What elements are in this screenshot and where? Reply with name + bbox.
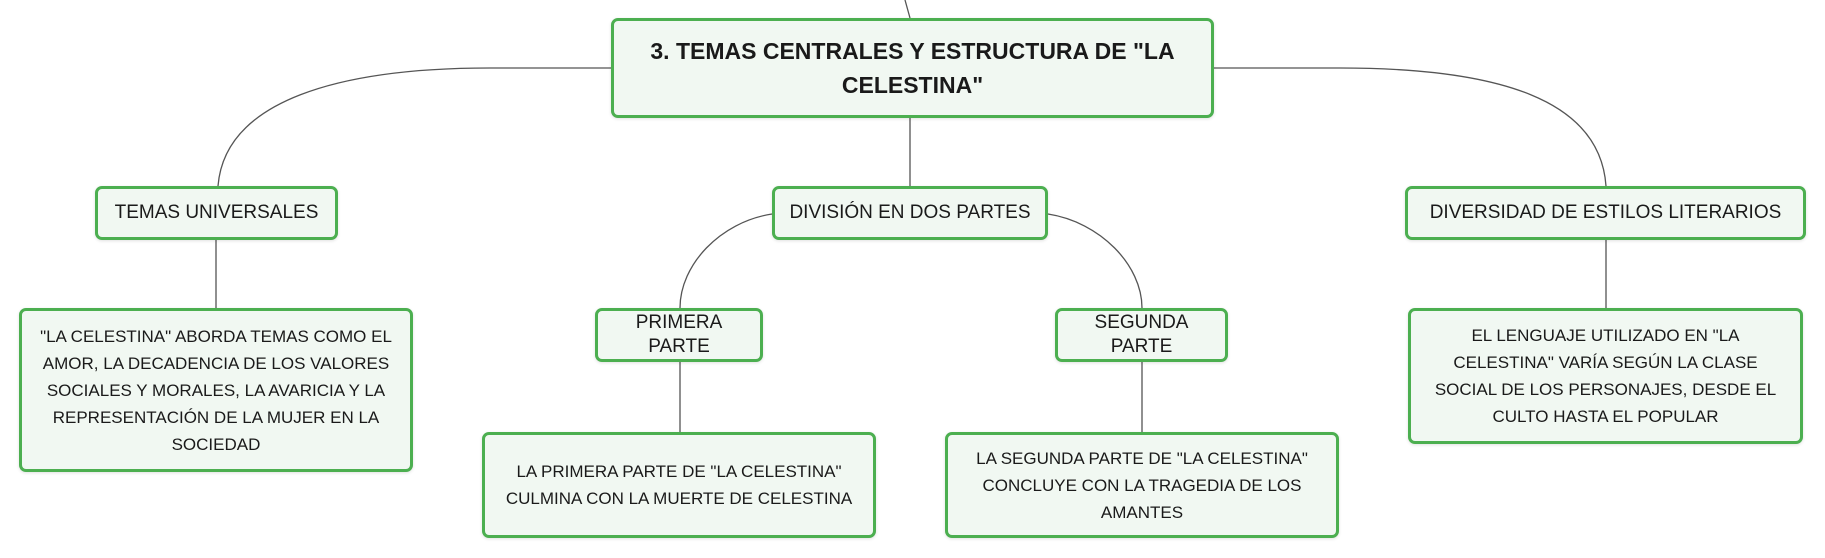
diversidad-detail-text: EL LENGUAJE UTILIZADO EN "LA CELESTINA" …: [1434, 326, 1777, 426]
root-topic-title: 3. TEMAS CENTRALES Y ESTRUCTURA DE "LA C…: [650, 38, 1175, 98]
connector-division-segunda: [1047, 213, 1143, 309]
subtopic-primera-parte[interactable]: PRIMERA PARTE: [595, 308, 763, 362]
temas-universales-detail-text: "LA CELESTINA" ABORDA TEMAS COMO EL AMOR…: [40, 326, 392, 454]
topic-diversidad-estilos[interactable]: DIVERSIDAD DE ESTILOS LITERARIOS: [1405, 186, 1806, 240]
connector-root-diversidad: [1214, 67, 1607, 187]
topic-division-label: DIVISIÓN EN DOS PARTES: [789, 202, 1031, 223]
subtopic-segunda-parte[interactable]: SEGUNDA PARTE: [1055, 308, 1228, 362]
connector-parent-root: [904, 0, 911, 19]
diversidad-detail[interactable]: EL LENGUAJE UTILIZADO EN "LA CELESTINA" …: [1408, 308, 1803, 444]
primera-parte-detail-text: LA PRIMERA PARTE DE "LA CELESTINA" CULMI…: [505, 462, 853, 508]
root-topic-node[interactable]: 3. TEMAS CENTRALES Y ESTRUCTURA DE "LA C…: [611, 18, 1214, 118]
primera-parte-detail[interactable]: LA PRIMERA PARTE DE "LA CELESTINA" CULMI…: [482, 432, 876, 538]
temas-universales-detail[interactable]: "LA CELESTINA" ABORDA TEMAS COMO EL AMOR…: [19, 308, 413, 472]
topic-temas-universales-label: TEMAS UNIVERSALES: [114, 202, 319, 223]
segunda-parte-label: SEGUNDA PARTE: [1094, 312, 1189, 357]
segunda-parte-detail[interactable]: LA SEGUNDA PARTE DE "LA CELESTINA" CONCL…: [945, 432, 1339, 538]
segunda-parte-detail-text: LA SEGUNDA PARTE DE "LA CELESTINA" CONCL…: [976, 448, 1308, 522]
connector-root-temas: [217, 67, 611, 187]
topic-diversidad-label: DIVERSIDAD DE ESTILOS LITERARIOS: [1429, 202, 1782, 223]
topic-division-en-dos-partes[interactable]: DIVISIÓN EN DOS PARTES: [772, 186, 1048, 240]
connector-division-primera: [679, 213, 773, 309]
topic-temas-universales[interactable]: TEMAS UNIVERSALES: [95, 186, 338, 240]
primera-parte-label: PRIMERA PARTE: [635, 312, 723, 357]
